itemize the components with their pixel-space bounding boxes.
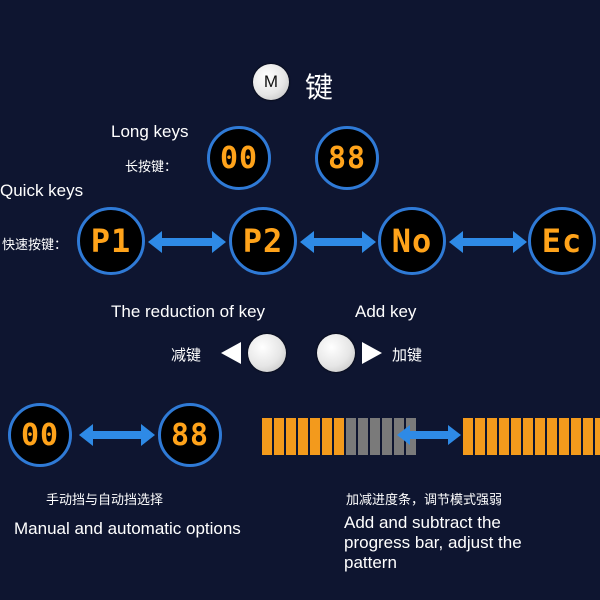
m-button-label: M — [263, 72, 279, 91]
progress-segment-on — [487, 418, 497, 455]
progress-caption-line: Add and subtract the — [344, 513, 501, 532]
progress-segment-on — [583, 418, 593, 455]
progress-segment-on — [274, 418, 284, 455]
progress-caption-line: progress bar, adjust the — [344, 533, 522, 552]
progress-segment-on — [286, 418, 296, 455]
quick-key-display-p2: P2 — [229, 207, 297, 275]
right-triangle-icon — [362, 342, 382, 364]
progress-segment-on — [595, 418, 600, 455]
reduction-key-label: The reduction of key — [111, 302, 266, 321]
progress-segment-off — [370, 418, 380, 455]
progress-segment-on — [511, 418, 521, 455]
progress-segment-on — [310, 418, 320, 455]
progress-segment-on — [535, 418, 545, 455]
quick-keys-label: Quick keys — [0, 181, 84, 200]
progress-segment-off — [346, 418, 356, 455]
quick-key-display-p1: P1 — [77, 207, 145, 275]
left-triangle-icon — [221, 342, 241, 364]
long-key-display-00: 00 — [207, 126, 271, 190]
progress-segment-on — [571, 418, 581, 455]
progress-segment-off — [358, 418, 368, 455]
manual-auto-cn-caption: 手动挡与自动挡选择 — [46, 492, 164, 507]
progress-segment-on — [559, 418, 569, 455]
progress-segment-on — [499, 418, 509, 455]
add-key-label: Add key — [355, 302, 417, 321]
progress-segment-on — [523, 418, 533, 455]
progress-bar-full — [463, 418, 600, 455]
progress-segment-on — [475, 418, 485, 455]
double-arrow-icon — [397, 425, 461, 445]
progress-segment-off — [382, 418, 392, 455]
reduction-key-cn-label: 减键 — [171, 347, 202, 364]
progress-segment-on — [262, 418, 272, 455]
m-key-text: 键 — [305, 72, 334, 103]
manual-auto-caption: Manual and automatic options — [14, 519, 241, 538]
long-key-display-88: 88 — [315, 126, 379, 190]
add-button[interactable] — [317, 334, 355, 372]
long-keys-cn-label: 长按键： — [125, 159, 178, 174]
progress-bar-partial — [262, 418, 416, 455]
progress-caption: Add and subtract the progress bar, adjus… — [344, 513, 522, 573]
add-key-cn-label: 加键 — [392, 347, 423, 364]
quick-keys-cn-label: 快速按键： — [2, 237, 68, 252]
quick-key-display-no: No — [378, 207, 446, 275]
m-button[interactable]: M — [253, 64, 289, 100]
double-arrow-icon — [79, 424, 155, 446]
progress-segment-on — [547, 418, 557, 455]
progress-caption-line: pattern — [344, 553, 397, 572]
progress-segment-on — [322, 418, 332, 455]
progress-segment-on — [463, 418, 473, 455]
progress-segment-on — [334, 418, 344, 455]
double-arrow-icon — [449, 231, 527, 253]
auto-display-88: 88 — [158, 403, 222, 467]
progress-segment-on — [298, 418, 308, 455]
manual-display-00: 00 — [8, 403, 72, 467]
progress-cn-caption: 加减进度条，调节模式强弱 — [346, 492, 503, 507]
double-arrow-icon — [148, 231, 226, 253]
quick-key-display-ec: Ec — [528, 207, 596, 275]
double-arrow-icon — [300, 231, 376, 253]
reduction-button[interactable] — [248, 334, 286, 372]
long-keys-label: Long keys — [111, 122, 189, 141]
